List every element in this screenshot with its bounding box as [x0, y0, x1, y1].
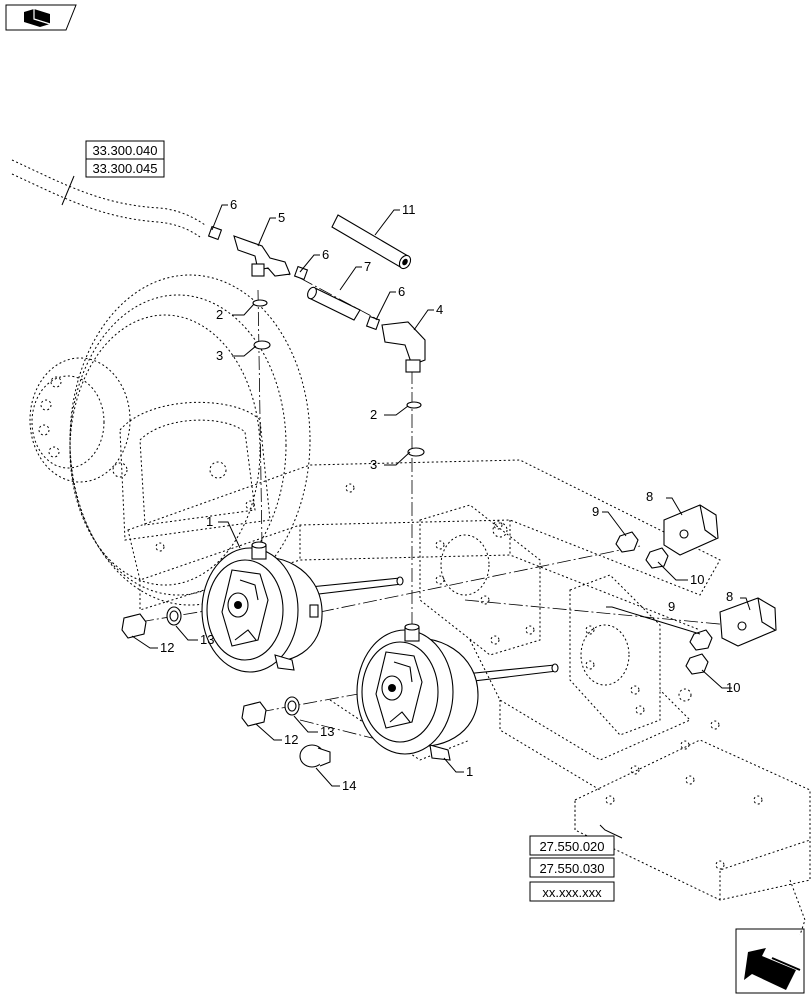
callout-6-right: 6 — [398, 284, 405, 299]
brake-chamber-upper — [201, 541, 404, 673]
callout-12-upper: 12 — [160, 640, 174, 655]
callout-13-lower: 13 — [320, 724, 334, 739]
callout-1-upper: 1 — [206, 514, 213, 529]
next-page-arrow-icon[interactable] — [735, 928, 805, 994]
callout-3-left: 3 — [216, 348, 223, 363]
ref-box-bottom-right[interactable]: 27.550.020 27.550.030 xx.xxx.xxx — [529, 835, 615, 902]
navigation-book-icon[interactable] — [5, 4, 77, 31]
callout-6-left: 6 — [230, 197, 237, 212]
callout-6-middle: 6 — [322, 247, 329, 262]
callout-10-lower: 10 — [726, 680, 740, 695]
callout-7: 7 — [364, 259, 371, 274]
callout-1-lower: 1 — [466, 764, 473, 779]
ref-label-27-550-020: 27.550.020 — [539, 839, 604, 854]
callout-11: 11 — [402, 202, 416, 217]
ref-box-top-left[interactable]: 33.300.040 33.300.045 — [85, 140, 165, 178]
ref-label-33-300-040: 33.300.040 — [92, 143, 157, 158]
assembly-centerlines — [139, 264, 731, 741]
callout-12-lower: 12 — [284, 732, 298, 747]
brake-chamber-lower — [356, 623, 559, 761]
callout-5: 5 — [278, 210, 285, 225]
callout-labels: 6 5 6 11 7 6 4 2 3 2 3 1 1 9 8 10 9 8 10… — [160, 197, 740, 793]
callout-14: 14 — [342, 778, 356, 793]
callout-9-upper: 9 — [592, 504, 599, 519]
ref-label-27-550-030: 27.550.030 — [539, 861, 604, 876]
ref-label-33-300-045: 33.300.045 — [92, 161, 157, 176]
leader-lines — [61, 175, 751, 839]
callout-8-upper: 8 — [646, 489, 653, 504]
callout-10-upper: 10 — [690, 572, 704, 587]
plugs-and-washers — [121, 606, 331, 768]
pipe-fittings — [207, 214, 426, 457]
callout-9-lower: 9 — [668, 599, 675, 614]
axle-housing — [29, 274, 811, 936]
callout-4: 4 — [436, 302, 443, 317]
clevis-parts — [615, 504, 777, 675]
callout-2-left: 2 — [216, 307, 223, 322]
air-hose — [11, 159, 206, 238]
callout-13-upper: 13 — [200, 632, 214, 647]
callout-2-right: 2 — [370, 407, 377, 422]
callout-3-right: 3 — [370, 457, 377, 472]
ref-label-xx-xxx-xxx: xx.xxx.xxx — [542, 885, 602, 900]
callout-8-lower: 8 — [726, 589, 733, 604]
